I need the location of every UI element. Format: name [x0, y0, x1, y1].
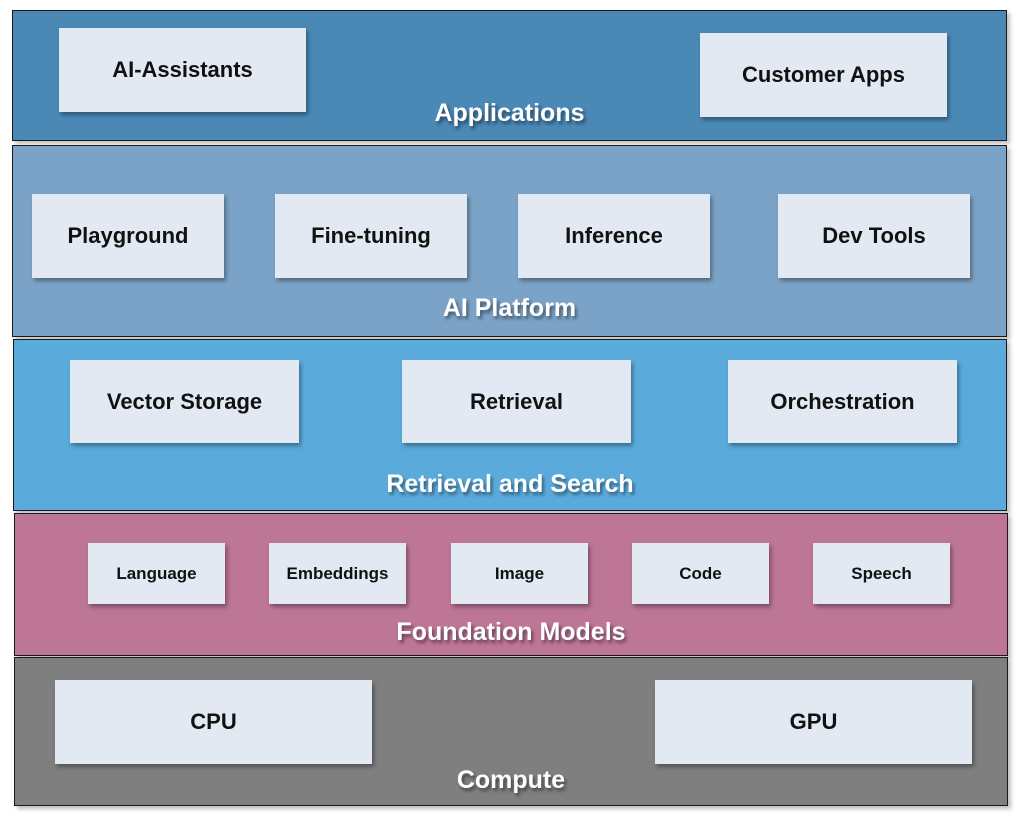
layer-title-foundation-models: Foundation Models [396, 618, 626, 646]
component-inference: Inference [518, 194, 710, 278]
component-code: Code [632, 543, 769, 604]
component-embeddings: Embeddings [269, 543, 406, 604]
component-image: Image [451, 543, 588, 604]
layer-retrieval-and-search: Vector Storage Retrieval Orchestration R… [13, 339, 1007, 511]
layer-title-applications: Applications [434, 99, 585, 127]
component-speech: Speech [813, 543, 950, 604]
component-customer-apps: Customer Apps [700, 33, 947, 117]
component-fine-tuning: Fine-tuning [275, 194, 467, 278]
layer-title-retrieval-and-search: Retrieval and Search [386, 470, 634, 498]
layer-applications: AI-Assistants Customer Apps Applications [12, 10, 1007, 141]
component-ai-assistants: AI-Assistants [59, 28, 306, 112]
layer-compute: CPU GPU Compute [14, 657, 1008, 806]
component-cpu: CPU [55, 680, 372, 764]
layer-foundation-models: Language Embeddings Image Code Speech Fo… [14, 513, 1008, 656]
component-retrieval: Retrieval [402, 360, 631, 443]
component-gpu: GPU [655, 680, 972, 764]
component-language: Language [88, 543, 225, 604]
component-vector-storage: Vector Storage [70, 360, 299, 443]
component-dev-tools: Dev Tools [778, 194, 970, 278]
component-playground: Playground [32, 194, 224, 278]
layer-title-ai-platform: AI Platform [442, 294, 577, 322]
component-orchestration: Orchestration [728, 360, 957, 443]
layer-ai-platform: Playground Fine-tuning Inference Dev Too… [12, 145, 1007, 337]
layer-title-compute: Compute [456, 766, 566, 794]
